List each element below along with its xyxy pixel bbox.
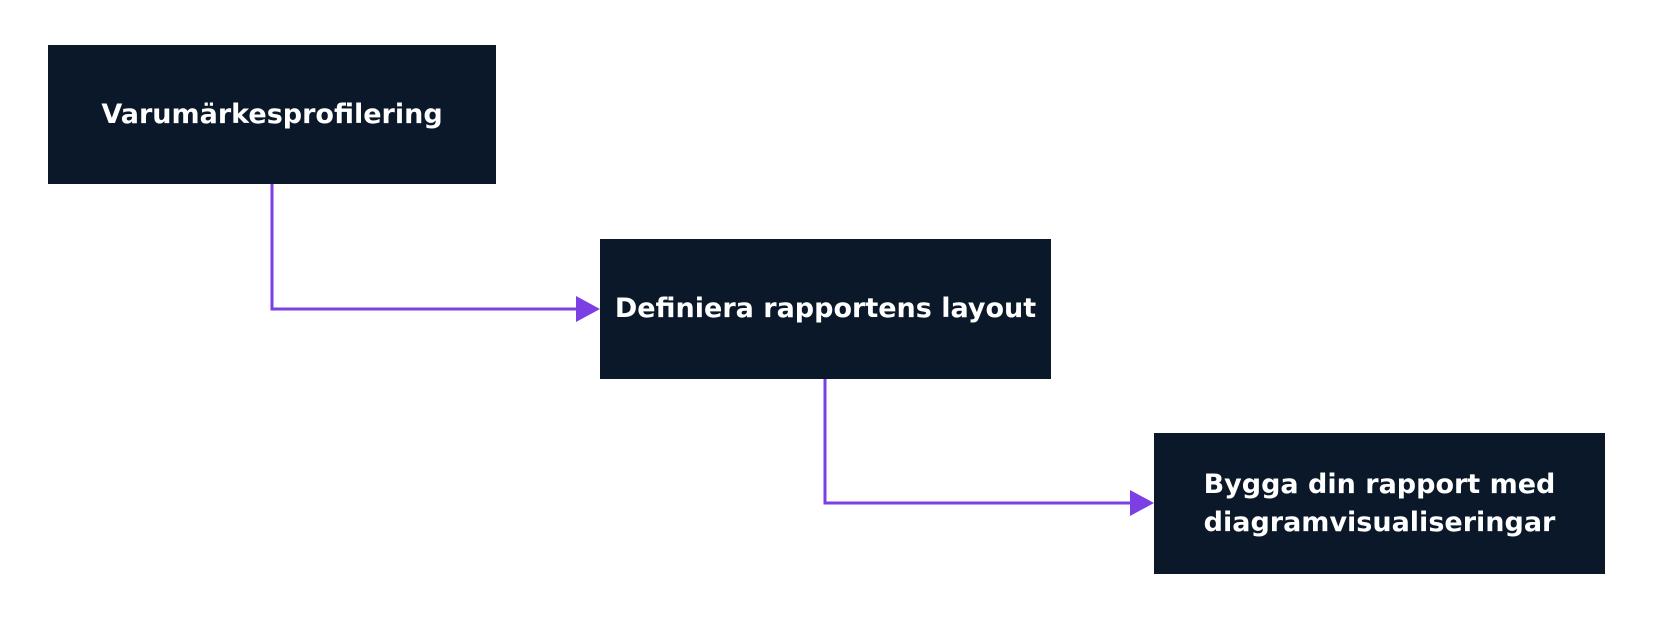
node-bygga-din-rapport: Bygga din rapport med diagramvisualiseri… xyxy=(1154,433,1605,574)
node-definiera-rapportens-layout: Definiera rapportens layout xyxy=(600,239,1051,379)
arrowhead-icon xyxy=(1130,490,1154,516)
node-label: Varumärkesprofilering xyxy=(101,98,443,130)
node-label: Definiera rapportens layout xyxy=(614,293,1037,325)
connector-arrow xyxy=(823,379,1130,505)
node-varumarkesprofilering: Varumärkesprofilering xyxy=(48,45,496,184)
node-label: Bygga din rapport med diagramvisualiseri… xyxy=(1203,469,1556,538)
connector-arrow xyxy=(270,184,576,311)
arrowhead-icon xyxy=(576,296,600,322)
